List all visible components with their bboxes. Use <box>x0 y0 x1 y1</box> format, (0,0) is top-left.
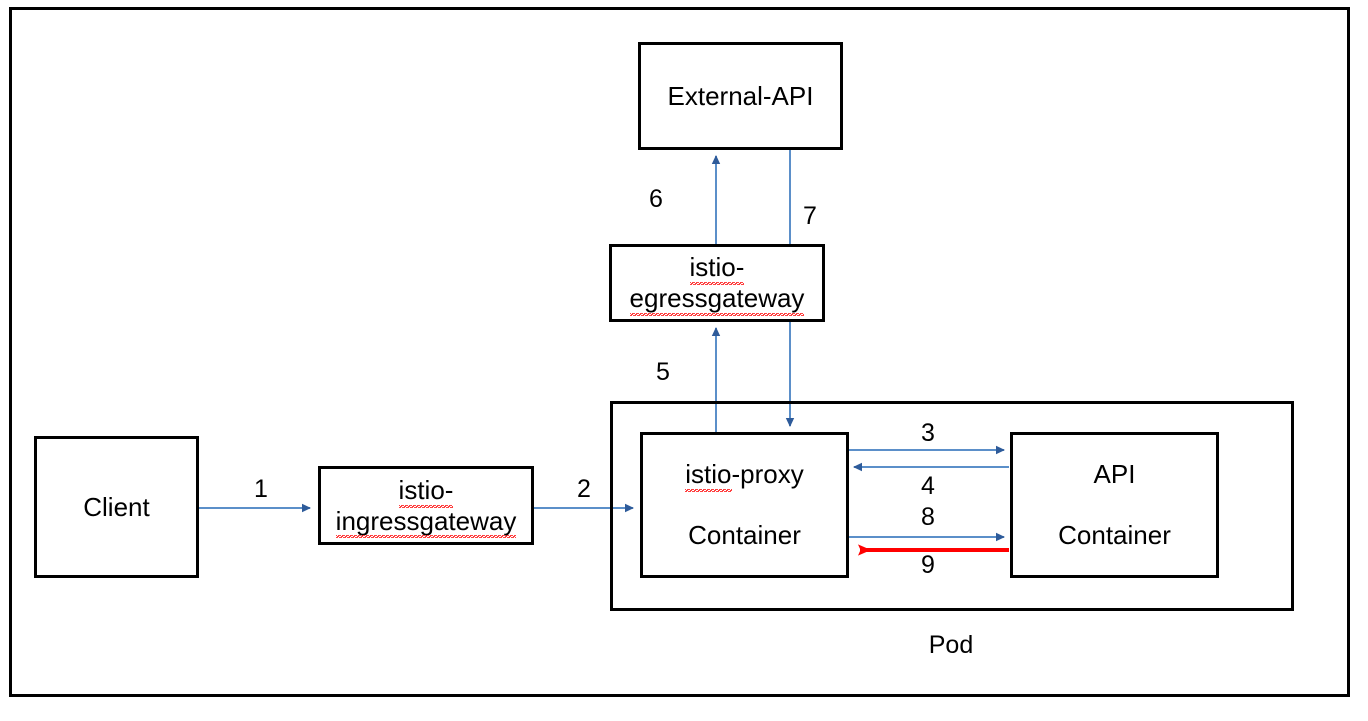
node-istio-ingressgateway-label-line2: ingressgateway <box>335 505 517 538</box>
node-istio-proxy-container-label-line2: Container <box>688 520 801 551</box>
node-istio-egressgateway-label-line2: egressgateway <box>629 283 805 316</box>
edge-label-6: 6 <box>649 185 663 213</box>
edge-label-9: 9 <box>921 551 935 579</box>
edge-label-5: 5 <box>656 358 670 386</box>
node-istio-egressgateway-label-line1: istio- <box>689 252 745 285</box>
node-istio-ingressgateway[interactable]: istio- ingressgateway <box>318 466 534 545</box>
node-pod-boundary[interactable] <box>610 401 1294 611</box>
node-api-container-label-line2: Container <box>1058 520 1171 551</box>
node-external-api-label: External-API <box>667 80 814 111</box>
node-api-container-label-line1: API <box>1093 458 1136 489</box>
node-istio-proxy-rest: -proxy <box>731 458 804 489</box>
node-istio-egressgateway[interactable]: istio- egressgateway <box>609 244 825 322</box>
node-external-api[interactable]: External-API <box>638 42 843 150</box>
node-istio-ingressgateway-label-line1: istio- <box>398 474 454 508</box>
edge-label-1: 1 <box>254 475 268 503</box>
edge-label-4: 4 <box>921 472 935 500</box>
edge-label-2: 2 <box>577 475 591 503</box>
node-client-label: Client <box>83 491 150 522</box>
node-istio-proxy-container[interactable]: istio-proxy Container <box>640 432 849 578</box>
edge-label-8: 8 <box>921 503 935 531</box>
edge-label-3: 3 <box>921 419 935 447</box>
diagram-outer-frame <box>9 7 1350 697</box>
node-istio-proxy-misspelled-part: istio <box>685 458 732 492</box>
node-api-container[interactable]: API Container <box>1010 432 1219 578</box>
node-pod-label: Pod <box>928 631 974 659</box>
node-istio-proxy-container-label-line1: istio-proxy <box>685 458 804 492</box>
edge-label-7: 7 <box>803 202 817 230</box>
node-client[interactable]: Client <box>34 436 199 578</box>
